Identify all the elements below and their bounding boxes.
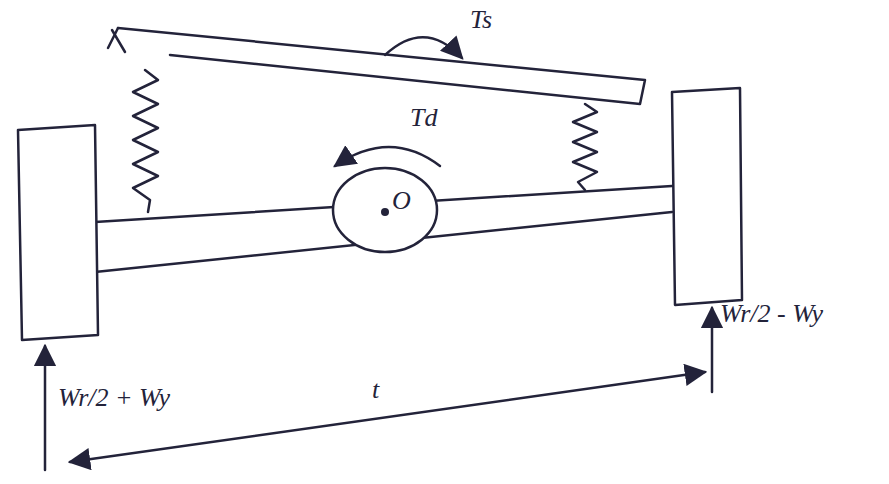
td-moment-arrow: [335, 147, 440, 166]
load-label: Wr/2 - Wy: [720, 300, 823, 329]
point-label: O: [392, 187, 411, 216]
right-spring: [573, 104, 597, 190]
differential-housing: O: [330, 165, 440, 255]
left-wheel: [18, 125, 98, 340]
right-wheel: [672, 88, 742, 305]
differential-circle: [333, 168, 437, 252]
dimension-label: t: [372, 376, 379, 405]
bar-end: [108, 28, 125, 52]
differential-outline: [330, 165, 440, 255]
roll-centre-dot: [381, 208, 389, 216]
left-spring: [133, 70, 158, 212]
right-load-arrow: [711, 308, 714, 392]
left-load-arrow: [44, 346, 47, 470]
ts-moment-arrow: [385, 37, 462, 58]
load-label: Wr/2 + Wy: [58, 384, 170, 413]
moment-label: Td: [410, 104, 437, 133]
sprung-bar: [118, 28, 645, 104]
moment-label: Ts: [470, 6, 492, 35]
